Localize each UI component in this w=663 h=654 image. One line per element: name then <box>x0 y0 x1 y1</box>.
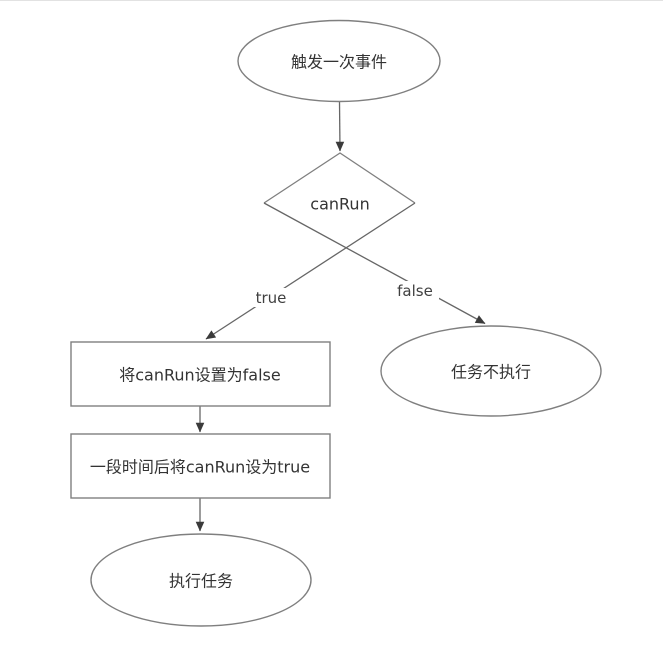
decision-label: canRun <box>310 195 369 214</box>
node-set-canrun-false: 将canRun设置为false <box>70 341 331 407</box>
skip-task-ellipse <box>380 325 602 417</box>
reset-canrun-true-rect <box>70 433 331 499</box>
skip-task-label: 任务不执行 <box>451 363 531 382</box>
decision-diamond-top-edges <box>263 152 416 204</box>
start-label: 触发一次事件 <box>291 53 387 72</box>
node-run-task: 执行任务 <box>90 533 312 627</box>
run-task-label: 执行任务 <box>169 572 233 591</box>
true-label-background <box>250 288 293 307</box>
run-task-ellipse <box>90 533 312 627</box>
node-start: 触发一次事件 <box>237 19 441 103</box>
reset-canrun-true-label: 一段时间后将canRun设为true <box>90 458 310 477</box>
false-label-background <box>391 281 439 300</box>
edge-false-branch <box>263 202 486 325</box>
edge-start-to-decision <box>335 101 345 152</box>
node-reset-canrun-true: 一段时间后将canRun设为true <box>70 433 331 499</box>
node-skip-task: 任务不执行 <box>380 325 602 417</box>
set-canrun-false-rect <box>70 341 331 407</box>
set-canrun-false-label: 将canRun设置为false <box>119 366 281 385</box>
node-decision: canRun <box>310 195 369 214</box>
edge-label-false: false <box>397 282 433 300</box>
edge-true-branch <box>205 202 416 340</box>
start-ellipse <box>237 19 441 103</box>
edge-label-true: true <box>256 289 287 307</box>
